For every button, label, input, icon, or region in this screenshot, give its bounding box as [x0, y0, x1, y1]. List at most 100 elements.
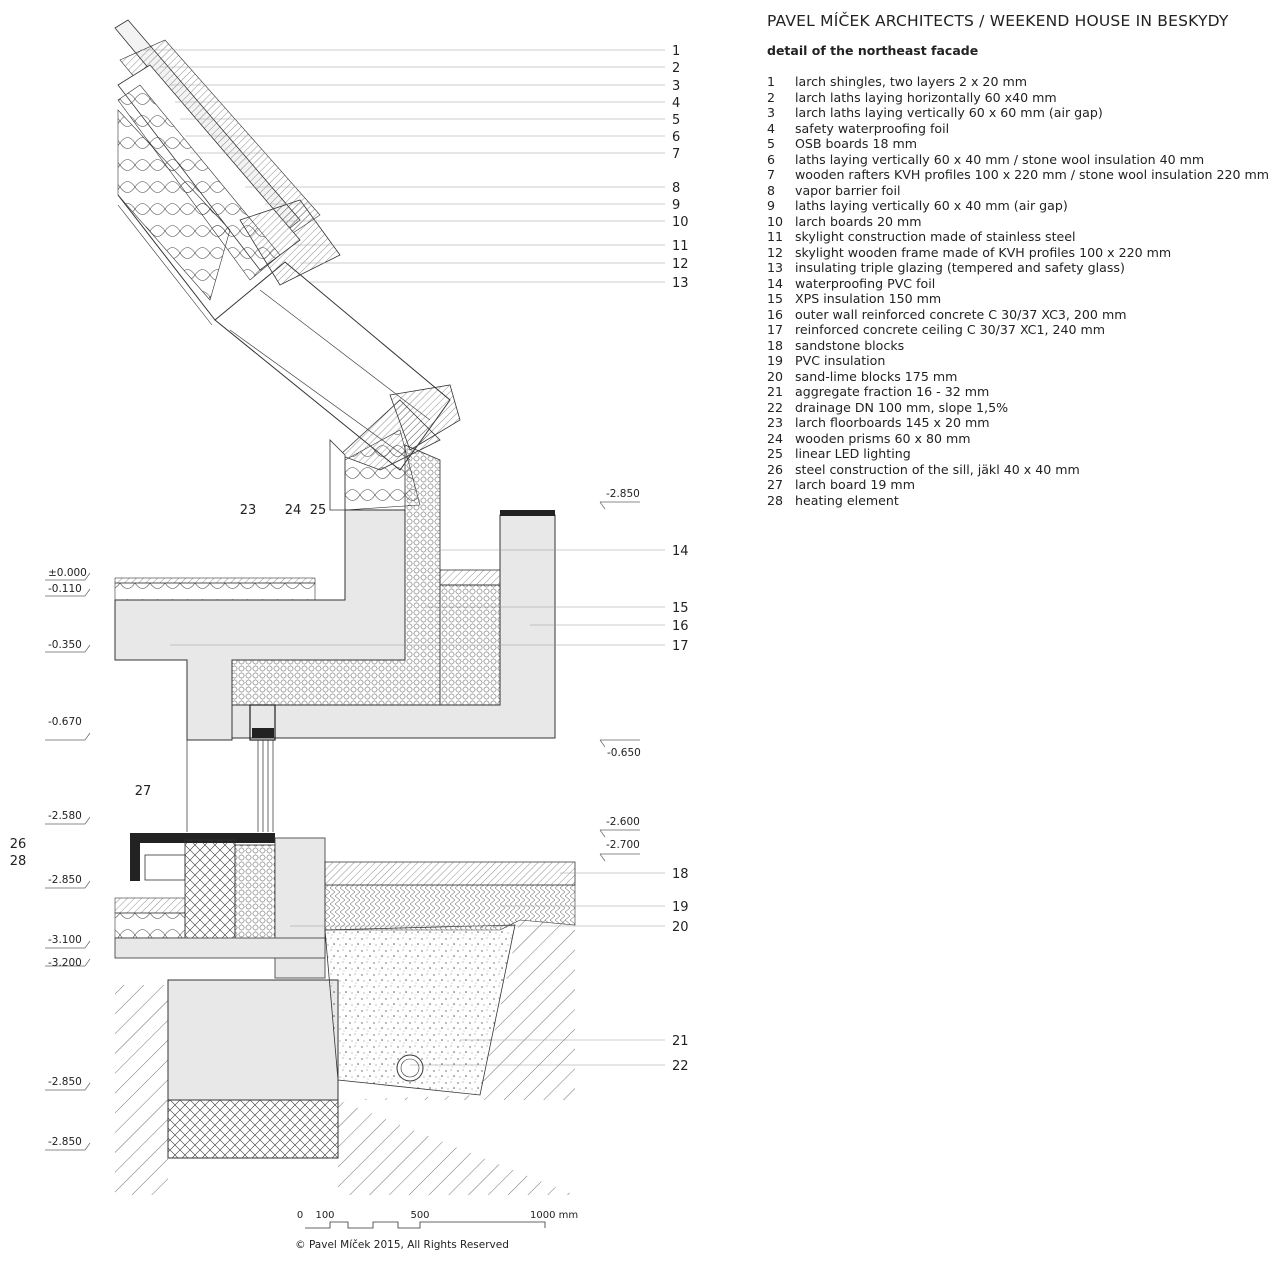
- legend-item: 20 sand-lime blocks 175 mm: [767, 369, 1269, 385]
- level-marker: -0.110: [48, 583, 82, 595]
- legend-text: reinforced concrete ceiling C 30/37 XC1,…: [795, 322, 1106, 337]
- legend-text: larch boards 20 mm: [795, 213, 922, 229]
- legend-item: 10 larch boards 20 mm: [767, 214, 1269, 230]
- callout-number: 1: [672, 44, 680, 59]
- legend-item: 28 heating element: [767, 493, 1269, 509]
- legend-text: vapor barrier foil: [795, 182, 901, 198]
- legend-number: 3: [767, 105, 776, 120]
- scale-bar: [305, 1221, 546, 1229]
- legend-item: 23 larch floorboards 145 x 20 mm: [767, 415, 1269, 431]
- legend-text: larch laths laying vertically 60 x 60 mm…: [795, 105, 1103, 120]
- level-marker: -2.700: [606, 839, 640, 851]
- right-callout-leaders: [140, 49, 665, 1066]
- legend-text: heating element: [795, 492, 899, 508]
- legend-text: outer wall reinforced concrete C 30/37 X…: [795, 306, 1127, 322]
- legend-item: 16 outer wall reinforced concrete C 30/37…: [767, 307, 1269, 323]
- legend-number: 7: [767, 167, 776, 182]
- callout-number: 17: [672, 639, 689, 654]
- legend-number: 11: [767, 229, 784, 244]
- callout-number: 19: [672, 900, 689, 915]
- legend-text: safety waterproofing foil: [795, 120, 950, 136]
- callout-number: 18: [672, 867, 689, 882]
- callout-number: 10: [672, 215, 689, 230]
- legend-item: 19 PVC insulation: [767, 353, 1269, 369]
- legend-number: 20: [767, 368, 784, 384]
- page-subtitle: detail of the northeast facade: [767, 43, 979, 58]
- legend-number: 18: [767, 337, 784, 353]
- callout-number: 8: [672, 181, 680, 196]
- callout-number: 25: [310, 503, 327, 518]
- legend-item: 15 XPS insulation 150 mm: [767, 291, 1269, 307]
- legend-text: OSB boards 18 mm: [795, 136, 918, 151]
- legend-number: 12: [767, 244, 784, 260]
- legend-text: XPS insulation 150 mm: [795, 291, 942, 306]
- legend-number: 17: [767, 322, 784, 337]
- legend-item: 2 larch laths laying horizontally 60 x40 …: [767, 90, 1269, 106]
- wall-and-ceiling: [114, 444, 556, 741]
- level-marker: -0.670: [48, 716, 82, 728]
- callout-number: 26: [10, 837, 27, 852]
- callout-number: 21: [672, 1034, 689, 1049]
- legend-number: 19: [767, 353, 784, 368]
- copyright: © Pavel Míček 2015, All Rights Reserved: [295, 1239, 509, 1251]
- callout-number: 6: [672, 130, 680, 145]
- callout-number: 4: [672, 96, 680, 111]
- legend-number: 10: [767, 213, 784, 229]
- legend-text: PVC insulation: [795, 353, 886, 368]
- callout-number: 5: [672, 113, 680, 128]
- legend-text: waterproofing PVC foil: [795, 275, 936, 291]
- legend-text: laths laying vertically 60 x 40 mm / sto…: [795, 151, 1205, 167]
- level-marker-lines: [45, 501, 640, 1151]
- legend-number: 13: [767, 260, 784, 275]
- legend-number: 5: [767, 136, 776, 151]
- level-marker: -2.850: [48, 1136, 82, 1148]
- legend-number: 22: [767, 399, 784, 415]
- legend-text: aggregate fraction 16 - 32 mm: [795, 384, 990, 399]
- legend-text: insulating triple glazing (tempered and …: [795, 260, 1125, 275]
- legend-item: 5 OSB boards 18 mm: [767, 136, 1269, 152]
- legend-number: 16: [767, 306, 784, 322]
- roof-assembly: [114, 19, 321, 326]
- callout-number: 2: [672, 61, 680, 76]
- legend-number: 4: [767, 120, 776, 136]
- scale-label: 0: [297, 1210, 303, 1221]
- legend-text: larch board 19 mm: [795, 477, 915, 492]
- callout-number: 28: [10, 854, 27, 869]
- callout-number: 12: [672, 257, 689, 272]
- legend-text: skylight construction made of stainless …: [795, 229, 1076, 244]
- legend-number: 2: [767, 89, 776, 105]
- legend-text: larch floorboards 145 x 20 mm: [795, 415, 990, 430]
- level-marker: -0.650: [607, 747, 641, 759]
- legend-number: 1: [767, 74, 776, 89]
- legend-item: 3 larch laths laying vertically 60 x 60 m…: [767, 105, 1269, 121]
- callout-number: 16: [672, 619, 689, 634]
- callout-number: 7: [672, 147, 680, 162]
- callout-number: 13: [672, 276, 689, 291]
- level-marker: -2.850: [48, 874, 82, 886]
- callout-number: 22: [672, 1059, 689, 1074]
- legend-item: 4 safety waterproofing foil: [767, 121, 1269, 137]
- legend-number: 26: [767, 461, 784, 477]
- legend-text: skylight wooden frame made of KVH profil…: [795, 244, 1172, 260]
- legend-number: 15: [767, 291, 784, 306]
- legend-item: 18 sandstone blocks: [767, 338, 1269, 354]
- level-marker: ±0.000: [48, 567, 87, 579]
- legend-number: 23: [767, 415, 784, 430]
- legend-text: steel construction of the sill, jäkl 40 …: [795, 461, 1080, 477]
- callout-number: 15: [672, 601, 689, 616]
- legend-text: sandstone blocks: [795, 337, 905, 353]
- level-marker: -3.200: [48, 957, 82, 969]
- legend-text: drainage DN 100 mm, slope 1,5%: [795, 399, 1009, 415]
- callout-number: 20: [672, 920, 689, 935]
- legend-number: 28: [767, 492, 784, 508]
- legend-text: larch laths laying horizontally 60 x40 m…: [795, 89, 1057, 105]
- legend-text: sand-lime blocks 175 mm: [795, 368, 958, 384]
